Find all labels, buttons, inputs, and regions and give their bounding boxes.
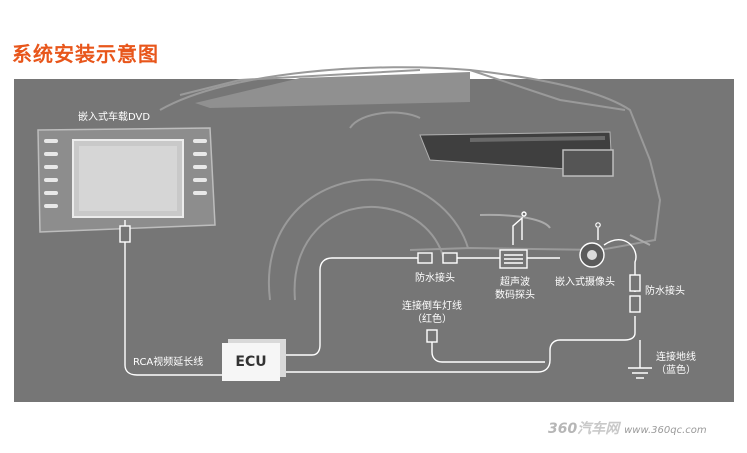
- reverse-light-connector: [426, 329, 438, 343]
- label-ground-line1: 连接地线: [656, 352, 696, 363]
- label-camera: 嵌入式摄像头: [555, 277, 615, 288]
- ground-symbol: [628, 367, 652, 379]
- label-ground: 连接地线 （蓝色）: [645, 351, 707, 377]
- wiring: [124, 238, 641, 376]
- label-ultrasonic: 超声波 数码探头: [495, 276, 535, 302]
- label-ultrasonic-line2: 数码探头: [495, 290, 535, 301]
- ecu-box: ECU: [222, 343, 280, 381]
- watermark-brand-num: 360: [548, 421, 578, 437]
- label-ultrasonic-line1: 超声波: [500, 277, 530, 288]
- rca-plug-graphic: [119, 220, 131, 243]
- label-reverse-line1: 连接倒车灯线: [402, 301, 462, 312]
- watermark-url: www.360qc.com: [624, 425, 707, 436]
- waterproof-connector-left: [417, 252, 458, 264]
- car-outline: [159, 66, 662, 301]
- label-dvd: 嵌入式车载DVD: [78, 112, 151, 123]
- label-rca: RCA视频延长线: [133, 357, 204, 368]
- dvd-unit-graphic: [37, 127, 216, 233]
- camera-graphic: [579, 222, 605, 268]
- diagram-title: 系统安装示意图: [12, 42, 159, 66]
- label-reverse-light: 连接倒车灯线 （红色）: [395, 300, 469, 326]
- waterproof-connector-right: [629, 274, 641, 313]
- label-ground-line2: （蓝色）: [656, 365, 696, 376]
- ultrasonic-sensor-graphic: [499, 211, 528, 269]
- watermark: 360汽车网 www.360qc.com: [548, 418, 707, 438]
- label-waterproof-right: 防水接头: [645, 286, 685, 297]
- ecu-label: ECU: [235, 354, 267, 370]
- rear-window: [195, 72, 470, 108]
- label-waterproof-left: 防水接头: [415, 273, 455, 284]
- watermark-brand-text: 汽车网: [577, 421, 620, 437]
- label-reverse-line2: （红色）: [412, 314, 452, 325]
- license-plate: [562, 149, 614, 177]
